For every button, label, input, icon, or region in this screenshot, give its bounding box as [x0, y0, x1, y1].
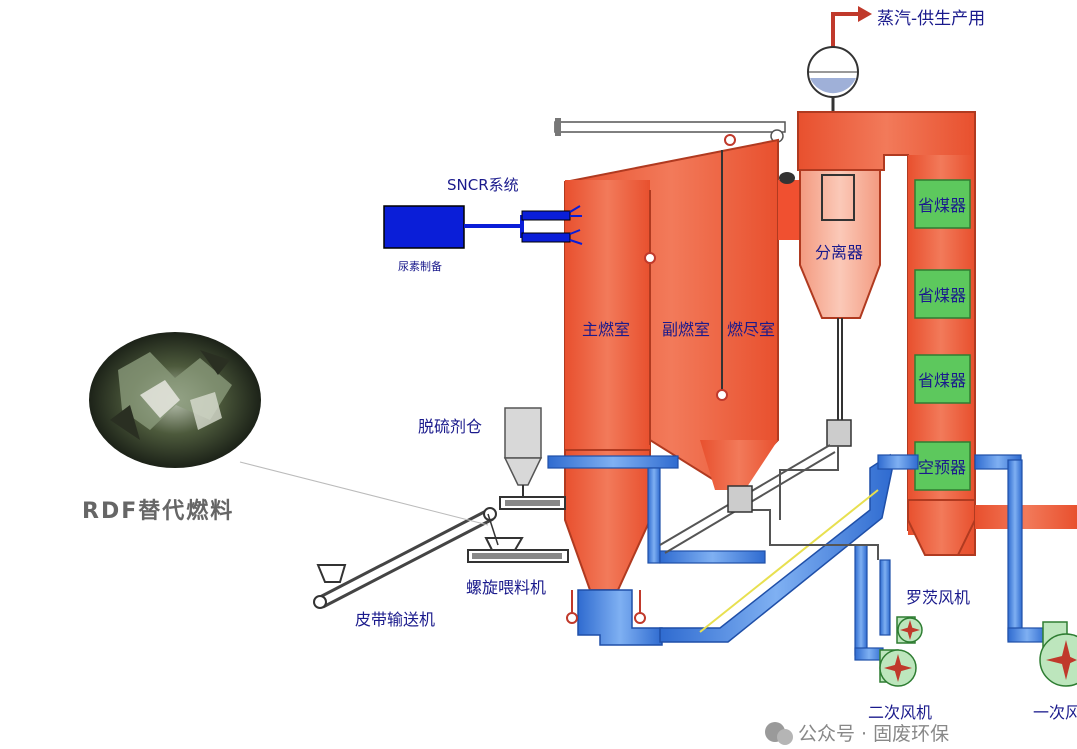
primary-fan-label: 一次风机	[1033, 703, 1077, 722]
screw-feeder-label: 螺旋喂料机	[466, 578, 546, 597]
belt-conveyor	[313, 507, 499, 609]
steam-arrow-icon	[858, 6, 872, 22]
valve-icon	[566, 612, 578, 624]
desulfurizer-silo	[499, 407, 566, 510]
burnout-chamber-label: 燃尽室	[727, 320, 775, 339]
steam-drum	[807, 6, 872, 112]
economizer-2	[914, 269, 971, 319]
secondary-chamber-label: 副燃室	[662, 320, 710, 339]
roots-blower-label: 罗茨风机	[906, 588, 970, 607]
economizer-2-label: 省煤器	[918, 286, 966, 305]
secondary-fan-icon	[879, 649, 917, 687]
desulfurizer-silo-label: 脱硫剂仓	[418, 417, 482, 436]
urea-label: 尿素制备	[398, 259, 442, 273]
belt-conveyor-label: 皮带输送机	[355, 610, 435, 629]
roots-blower-icon	[896, 616, 923, 644]
air-preheater-label: 空预器	[918, 458, 966, 477]
economizer-stack	[914, 179, 971, 491]
blower-pipes	[659, 444, 879, 560]
rdf-label: RDF替代燃料	[82, 498, 234, 524]
cyclone-separator	[799, 169, 881, 447]
main-furnace	[564, 134, 793, 591]
air-preheater	[914, 441, 971, 491]
top-rails	[554, 118, 786, 143]
screw-feeder	[467, 537, 569, 563]
sncr-system	[383, 205, 583, 249]
valve-icon	[634, 612, 646, 624]
secondary-fan-label: 二次风机	[868, 703, 932, 722]
sncr-label: SNCR系统	[447, 176, 519, 194]
separator-label: 分离器	[815, 243, 863, 262]
economizer-3-label: 省煤器	[918, 371, 966, 390]
primary-fan-icon	[1039, 621, 1077, 687]
urea-tank	[383, 205, 465, 249]
rdf-fuel-image	[89, 332, 489, 526]
steam-label: 蒸汽-供生产用	[877, 9, 985, 29]
economizer-1-label: 省煤器	[918, 196, 966, 215]
exhaust-flue	[975, 505, 1077, 529]
watermark: 公众号 · 固废环保	[765, 722, 949, 745]
economizer-1	[914, 179, 971, 229]
air-ducts	[547, 453, 1047, 661]
watermark-text: 公众号 · 固废环保	[798, 723, 949, 745]
main-chamber-label: 主燃室	[582, 320, 630, 339]
economizer-3	[914, 354, 971, 404]
